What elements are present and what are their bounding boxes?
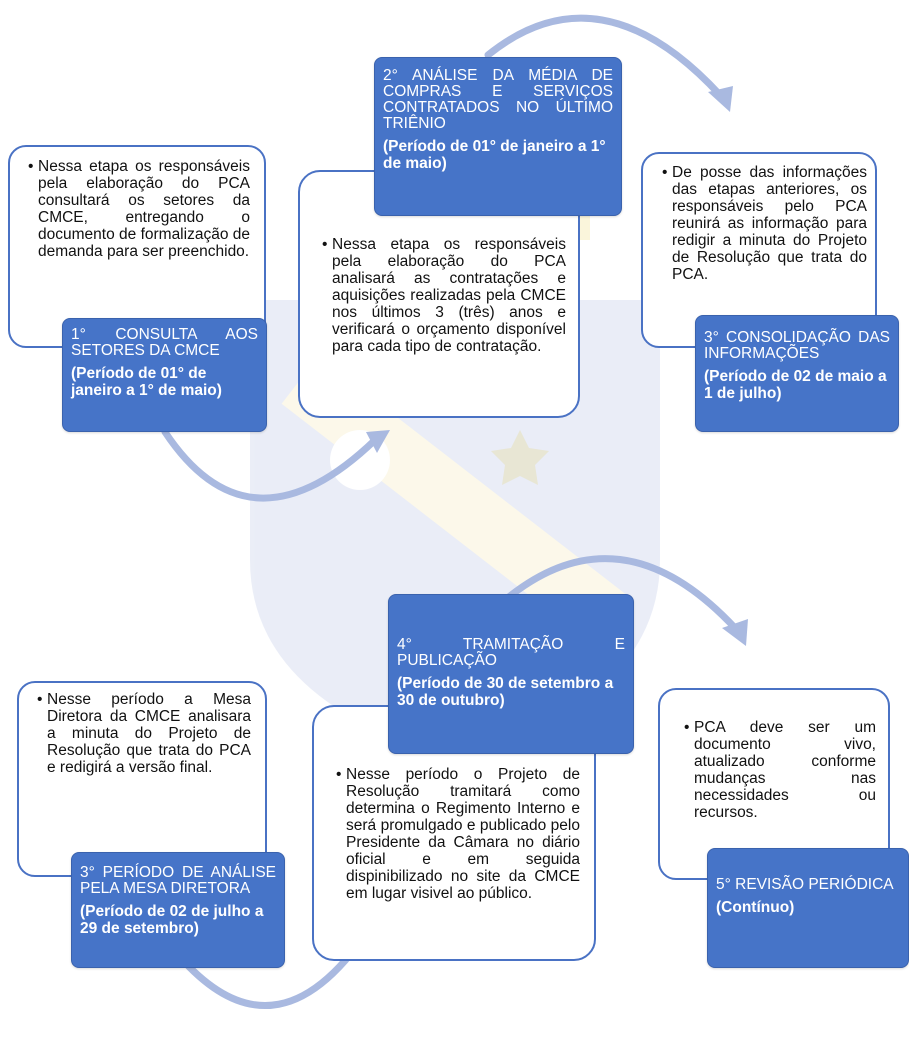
step-1-period: (Período de 01° de janeiro a 1° de maio) <box>71 365 222 399</box>
arrow-middle <box>501 555 739 632</box>
step-2-period: (Período de 01° de janeiro a 1° de maio) <box>383 138 606 172</box>
step-6-title: 5° REVISÃO PERIÓDICA <box>716 876 894 893</box>
step-1-title-box: 1° CONSULTA AOS SETORES DA CMCE (Período… <box>62 318 267 432</box>
arrow-middle-head <box>722 619 748 646</box>
step-2-title: 2° ANÁLISE DA MÉDIA DE COMPRAS E SERVIÇO… <box>383 67 613 132</box>
step-5-description: Nesse período o Projeto de Resolução tra… <box>336 766 580 902</box>
step-4-period: (Período de 02 de julho a 29 de setembro… <box>80 903 264 937</box>
arrow-left <box>161 428 379 502</box>
step-2-title-box: 2° ANÁLISE DA MÉDIA DE COMPRAS E SERVIÇO… <box>374 57 622 216</box>
step-6-title-box: 5° REVISÃO PERIÓDICA (Contínuo) <box>707 848 909 968</box>
step-1-description: Nessa etapa os responsáveis pela elabora… <box>28 158 250 260</box>
step-1-title: 1° CONSULTA AOS SETORES DA CMCE <box>71 326 258 359</box>
step-4-title: 3° PERÍODO DE ANÁLISE PELA MESA DIRETORA <box>80 864 276 897</box>
step-4-description-box: Nesse período a Mesa Diretora da CMCE an… <box>17 681 267 877</box>
step-3-title: 3° CONSOLIDAÇÃO DAS INFORMAÇÕES <box>704 329 890 362</box>
step-3-period: (Período de 02 de maio a 1 de julho) <box>704 368 887 402</box>
step-6-period: (Contínuo) <box>716 899 795 916</box>
step-1-description-box: Nessa etapa os responsáveis pela elabora… <box>8 145 266 348</box>
step-6-description: PCA deve ser um documento vivo, atualiza… <box>684 719 876 821</box>
step-4-description: Nesse período a Mesa Diretora da CMCE an… <box>37 691 251 776</box>
step-4-title-box: 3° PERÍODO DE ANÁLISE PELA MESA DIRETORA… <box>71 852 285 968</box>
step-2-description: Nessa etapa os responsáveis pela elabora… <box>322 236 566 355</box>
step-5-period: (Período de 30 de setembro a 30 de outub… <box>397 675 614 709</box>
arrow-top <box>484 14 724 99</box>
step-3-description: De posse das informações das etapas ante… <box>662 164 867 283</box>
arrow-top-head <box>708 86 733 112</box>
step-5-title-box: 4° TRAMITAÇÃO E PUBLICAÇÃO (Período de 3… <box>388 594 634 754</box>
step-3-title-box: 3° CONSOLIDAÇÃO DAS INFORMAÇÕES (Período… <box>695 315 899 432</box>
arrow-left-head <box>366 430 390 453</box>
step-5-title: 4° TRAMITAÇÃO E PUBLICAÇÃO <box>397 636 625 669</box>
